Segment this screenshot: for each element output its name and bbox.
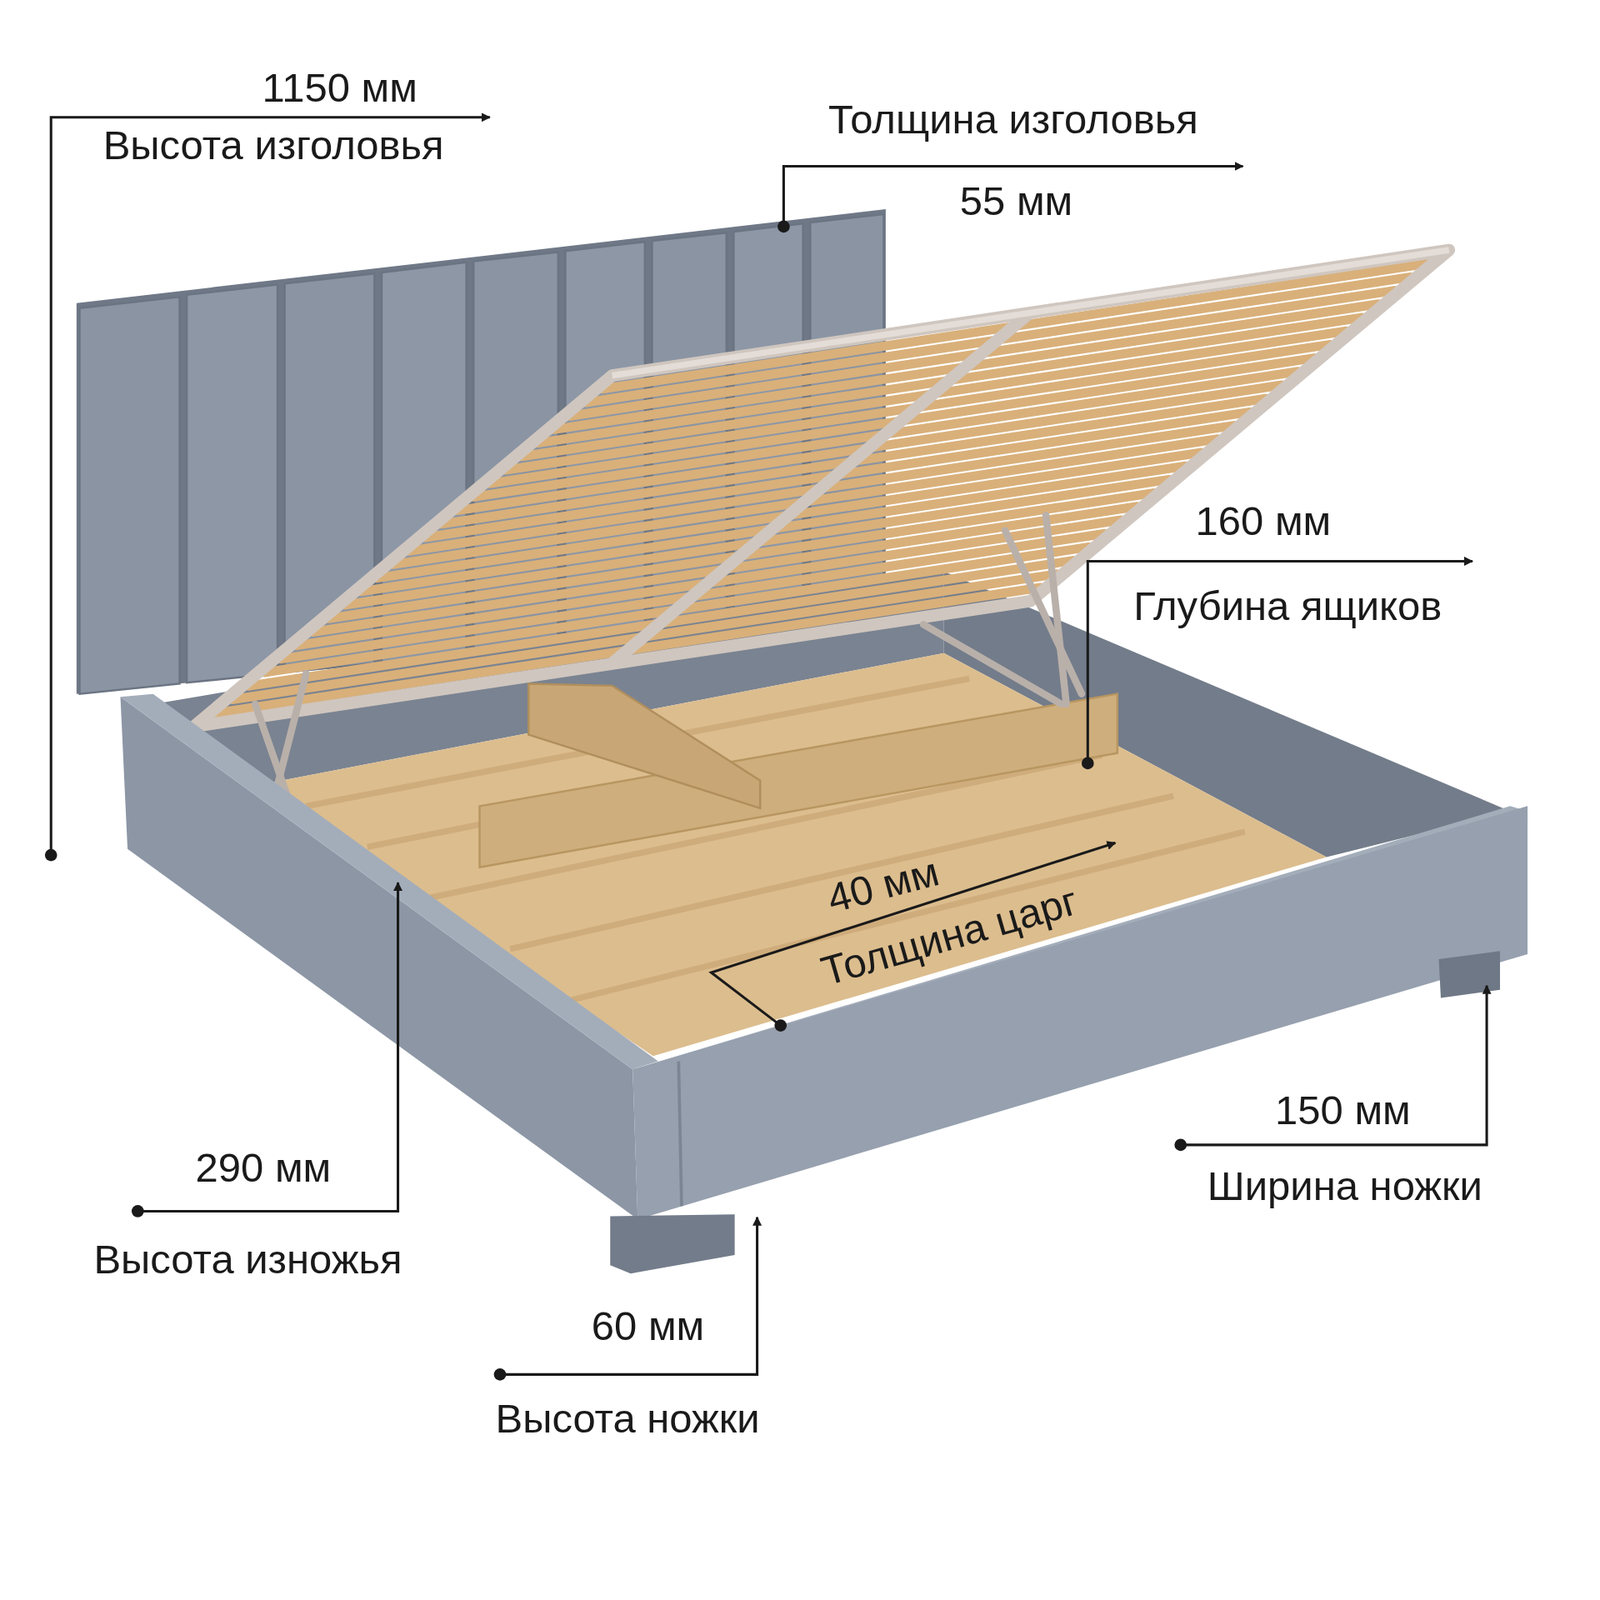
dimension-value: 160 мм — [1195, 495, 1332, 545]
leader-dots — [45, 220, 1187, 1380]
dimension-name: Высота ножки — [495, 1394, 760, 1444]
lifting-base — [194, 250, 1450, 806]
dimension-name: Глубина ящиков — [1133, 581, 1442, 631]
dimension-value: 60 мм — [591, 1300, 705, 1350]
dimension-value: 290 мм — [195, 1142, 332, 1192]
dimension-value: 1150 мм — [262, 63, 418, 113]
dimension-value: 150 мм — [1275, 1085, 1411, 1135]
leader-lines — [50, 117, 1487, 1375]
dimension-name: Высота изножья — [93, 1235, 402, 1285]
dimension-name: Ширина ножки — [1207, 1160, 1483, 1210]
dimension-name: Толщина изголовья — [828, 95, 1199, 145]
bed-rails — [120, 694, 1528, 1275]
dimension-value: 55 мм — [960, 176, 1073, 226]
dimension-name: Высота изголовья — [103, 120, 445, 170]
